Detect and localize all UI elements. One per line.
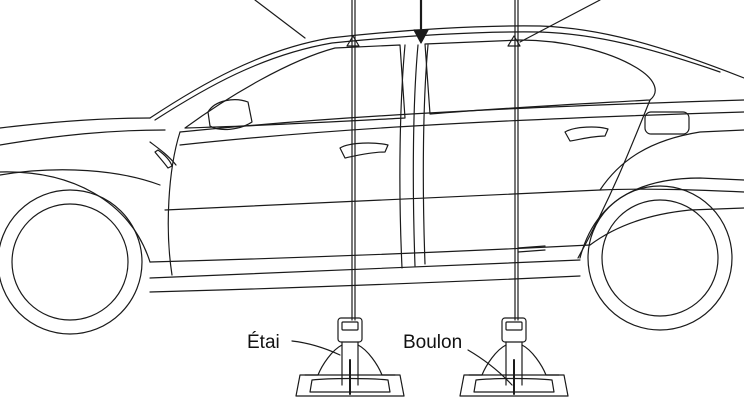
hood-crease <box>0 129 166 146</box>
stand-front-base <box>295 374 405 397</box>
front-door-handle <box>339 142 389 159</box>
stand-label: Étai <box>247 332 280 353</box>
hood-line <box>0 117 151 129</box>
front-window <box>184 44 406 129</box>
stand-leader-line <box>291 340 341 356</box>
rear-tire <box>587 185 733 331</box>
front-tire <box>0 189 143 335</box>
stand-front-head-inner <box>341 321 359 331</box>
rocker-lower <box>149 259 581 279</box>
bolt-leader-line <box>467 349 513 386</box>
pointer-right-diagonal <box>519 0 601 43</box>
beltline-lower <box>179 111 744 146</box>
front-headlight-line <box>149 141 177 166</box>
pointer-left-diagonal <box>254 0 306 39</box>
car-body <box>0 25 744 293</box>
center-arrow-head <box>413 29 429 44</box>
rear-quarter <box>599 129 744 191</box>
stand-front-base-inner <box>309 377 391 393</box>
bolt-label: Boulon <box>403 332 462 353</box>
door-seams <box>167 44 651 276</box>
front-wheel-arch <box>0 171 151 263</box>
front-door-edge <box>167 131 181 276</box>
front-rim <box>11 203 129 321</box>
front-wheel <box>0 171 151 335</box>
rear-side-marker-2 <box>517 249 546 253</box>
roof-line-inner <box>154 31 721 121</box>
stand-rear-column <box>505 341 523 386</box>
rear-wheel <box>579 177 744 331</box>
b-pillar-left <box>399 44 406 269</box>
stand-front-head <box>337 317 363 343</box>
rear-bumper-line <box>589 207 744 246</box>
rear-side-marker <box>517 245 546 249</box>
rear-door-edge <box>577 99 651 259</box>
side-mirror <box>207 99 253 131</box>
rear-lift-marker <box>507 35 521 47</box>
reference-lines <box>254 0 601 321</box>
rear-door-handle <box>564 126 609 142</box>
stand-front-column <box>341 341 359 386</box>
stand-rear-base-inner <box>473 377 555 393</box>
rocker-panel <box>149 244 591 263</box>
stand-rear-head-inner <box>505 321 523 331</box>
b-pillar-inner <box>422 44 429 265</box>
roof-line <box>149 25 744 119</box>
b-pillar-right <box>412 44 419 267</box>
underbody <box>149 275 581 293</box>
fuel-door <box>644 111 690 135</box>
rear-window <box>424 39 656 115</box>
stand-rear-head <box>501 317 527 343</box>
jack-stand-front <box>295 317 405 397</box>
rear-rim <box>601 199 719 317</box>
windows <box>184 39 690 135</box>
front-lift-marker <box>346 35 360 47</box>
beltline <box>179 99 744 133</box>
stand-rear-base <box>459 374 569 397</box>
front-side-marker <box>154 149 173 169</box>
jack-stand-rear <box>459 317 569 397</box>
